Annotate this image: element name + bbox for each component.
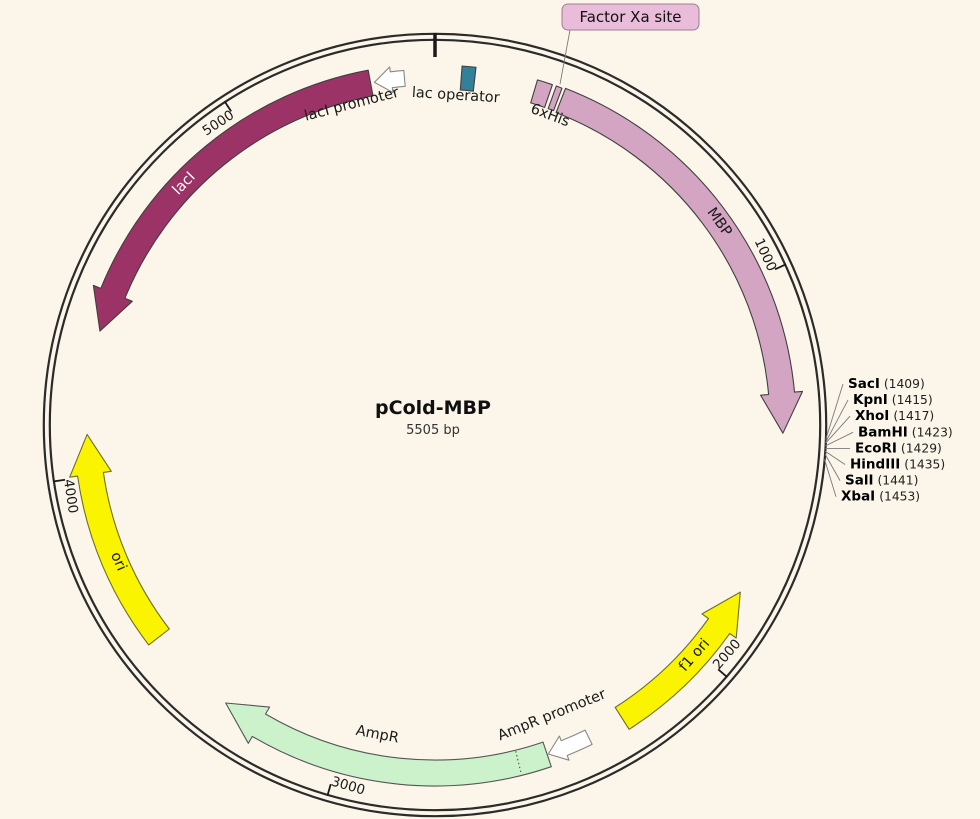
restriction-site-label-EcoRI[interactable]: EcoRI(1429): [855, 440, 942, 456]
leader-line-SacI: [825, 383, 844, 440]
tick-mark-3000: [326, 783, 332, 796]
feature-label-AmpR[interactable]: AmpR: [355, 723, 401, 747]
tick-mark-1000: [774, 263, 787, 271]
restriction-site-label-SalI[interactable]: SalI(1441): [845, 473, 918, 489]
feature-f1-ori[interactable]: [614, 591, 741, 730]
factor-xa-callout-box[interactable]: [561, 3, 700, 31]
restriction-site-label-HindIII[interactable]: HindIII(1435): [850, 457, 945, 473]
tick-mark-4000: [53, 478, 66, 483]
feature-MBP[interactable]: [555, 87, 804, 434]
feature-factor-xa-site[interactable]: [547, 85, 563, 112]
feature-lac-operator[interactable]: [459, 65, 477, 92]
feature-AmpR[interactable]: [225, 702, 552, 787]
leader-line-KpnI: [825, 399, 849, 443]
leader-line-XbaI: [824, 459, 837, 497]
factor-xa-leader-line: [559, 29, 571, 85]
factor-xa-callout-label[interactable]: Factor Xa site: [579, 8, 681, 26]
feature-label-AmpR-promoter[interactable]: AmpR promoter: [495, 686, 608, 744]
feature-lacI[interactable]: [92, 69, 374, 332]
restriction-site-label-SacI[interactable]: SacI(1409): [848, 376, 925, 392]
plasmid-name: pCold-MBP: [375, 397, 491, 419]
restriction-site-label-BamHI[interactable]: BamHI(1423): [858, 424, 953, 440]
leader-line-SalI: [824, 453, 841, 481]
feature-sixhis[interactable]: [530, 79, 553, 108]
feature-label-lac-operator[interactable]: lac operator: [411, 85, 500, 106]
feature-label-ori[interactable]: ori: [107, 550, 129, 574]
leader-line-HindIII: [824, 450, 846, 465]
feature-AmpR-promoter[interactable]: [547, 729, 593, 761]
restriction-site-label-XbaI[interactable]: XbaI(1453): [841, 489, 920, 505]
restriction-site-label-XhoI[interactable]: XhoI(1417): [855, 408, 934, 424]
leader-line-BamHI: [825, 431, 854, 447]
restriction-site-label-KpnI[interactable]: KpnI(1415): [853, 392, 933, 408]
feature-lacI-promoter[interactable]: [373, 66, 406, 94]
leader-line-XhoI: [825, 415, 851, 444]
tick-label-4000: 4000: [60, 478, 81, 514]
feature-ori[interactable]: [69, 433, 170, 646]
tick-mark-5000: [223, 100, 232, 112]
feature-divider-AmpR: [515, 751, 522, 775]
tick-mark-2000: [717, 668, 728, 678]
plasmid-size: 5505 bp: [406, 423, 460, 438]
